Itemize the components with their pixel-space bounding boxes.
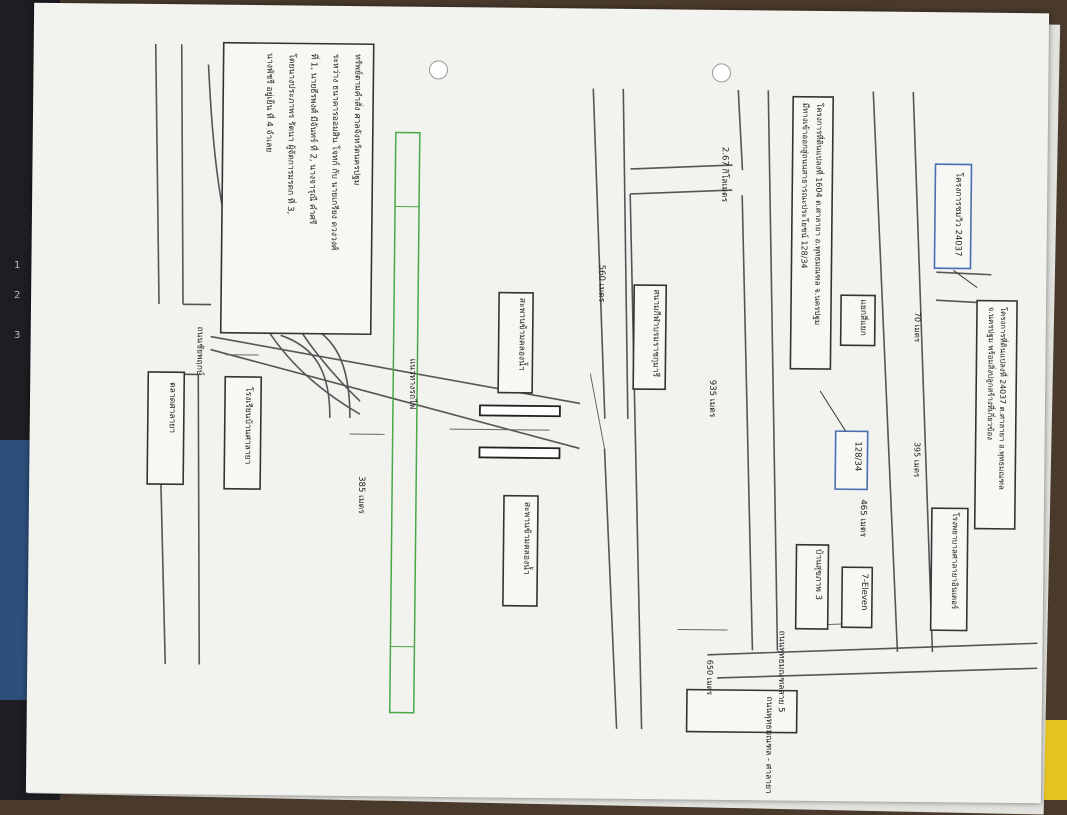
railway-label: แนวทางรถไฟ [407,359,419,410]
punch-hole [712,64,730,82]
dist-267-label: 2.67 กิโลเมตร [719,147,731,203]
footbridge-1-label: สะพานข้ามคลองน้ำ [516,298,529,371]
dist-560-label: 560 เมตร [596,265,606,303]
dist-395-label: 395 เมตร [912,442,921,478]
dist-70-label: 70 เมตร [913,312,922,343]
footbridge-bar [480,405,560,416]
road-info-box [790,97,833,369]
project-line-1: โครงการที่ดินแปลงที่ 24037 ต.ศาลายา อ.พุ… [997,307,1009,490]
dist-385-label: 385 เมตร [356,476,366,514]
sport-field-label: สนามกีฬาบรมราชกุมารี [650,289,662,377]
junction-label: แยกสี่แยก [858,299,870,336]
school-label: โรงเรียนบ้านศาลายา [242,387,254,465]
market-label: ตลาดศาลายา [167,382,178,433]
dist-650-label: 650 เมตร [705,660,714,696]
railway-strip [390,133,420,713]
seven-eleven-label: 7-Eleven [859,573,869,610]
footbridge-2-label: สะพานข้ามคลองน้ำ [521,502,534,575]
highway-label: ถนนพุทธมณฑล - ศาลายา [763,696,774,793]
market-box [147,372,184,484]
punch-hole [429,61,447,79]
dist-465-label: 465 เมตร [858,499,868,537]
curve-road [280,335,331,418]
lot-arrow [820,391,846,431]
main-road-label: ถนนพุทธมณฑลสาย 5 [776,631,787,713]
lot-12834-label: 128/34 [852,441,862,471]
map-drawing: ทรัพย์ตามคำสั่ง ศาลจังหวัดนครปฐม ระหว่าง… [26,3,1049,804]
dist-935-label: 935 เมตร [707,380,717,418]
village-3-label: บ้านสุขภาพ 3 [813,549,825,600]
school-box [224,377,261,489]
hospital-box [931,508,968,630]
chaiya-road-label: ถนนชัยพฤกษ์ [194,326,206,376]
junction-box [841,295,876,345]
svg-text:ระหว่าง ธนาคารออมสิน โจทก์ กับ: ระหว่าง ธนาคารออมสิน โจทก์ กับ นายเกรียง… [329,54,342,251]
map-sheet: ทรัพย์ตามคำสั่ง ศาลจังหวัดนครปฐม ระหว่าง… [26,3,1049,804]
hospital-label: โรงพยาบาลศาลายาอินเตอร์ [950,512,961,610]
village-24037-label: โครงการชมวิว 24037 [953,172,965,256]
svg-text:นางพัชรี อยู่เย็น ที่ 4 จำเลย: นางพัชรี อยู่เย็น ที่ 4 จำเลย [264,53,277,152]
footbridge-bar [479,447,559,458]
